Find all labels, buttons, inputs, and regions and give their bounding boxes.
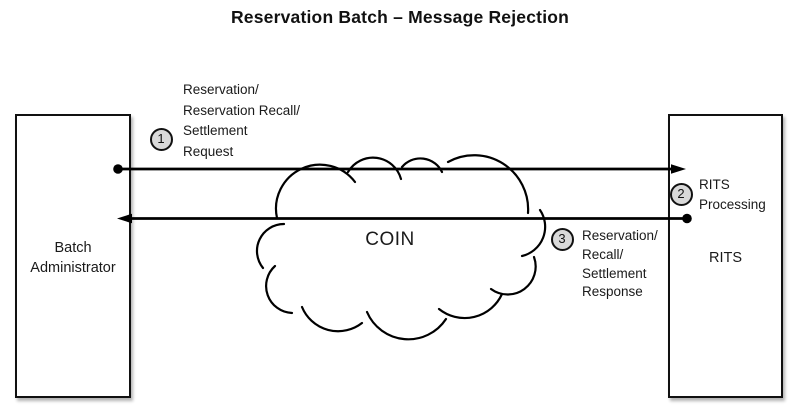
arrow-request-head — [671, 164, 686, 174]
arrow-response-head — [117, 213, 132, 224]
step-badge-3: 3 — [550, 227, 574, 251]
message-label-request-line: Reservation/ — [183, 82, 259, 97]
message-label-request-line: Reservation Recall/ — [183, 102, 301, 118]
message-label-response-line: Reservation/ — [582, 228, 658, 243]
message-label-response-line: Response — [582, 284, 643, 300]
message-label-request-line: Settlement — [183, 123, 248, 138]
message-label-response: Reservation/ Recall/ Settlement Response — [582, 227, 658, 302]
message-label-request-line: Request — [183, 143, 234, 159]
arrow-response-origin-dot — [682, 213, 692, 224]
arrow-request-origin-dot — [113, 164, 123, 174]
message-label-processing-line: RITS — [699, 177, 730, 192]
arrow-response — [117, 213, 692, 224]
diagram-title: Reservation Batch – Message Rejection — [230, 7, 570, 27]
step-number-1: 1 — [157, 131, 165, 146]
node-rits: RITS — [668, 114, 783, 398]
message-label-processing-line: Processing — [699, 197, 766, 212]
step-badge-2: 2 — [669, 182, 693, 206]
arrow-request — [113, 164, 686, 174]
message-label-response-line: Recall/ — [582, 246, 624, 262]
cloud-label: COIN — [365, 229, 415, 250]
message-label-response-line: Settlement — [582, 265, 647, 281]
message-label-processing: RITS Processing — [699, 175, 766, 215]
node-batch-administrator-label: Batch Administrator — [30, 240, 116, 276]
step-number-2: 2 — [677, 186, 685, 201]
step-number-3: 3 — [558, 231, 566, 246]
message-label-request: Reservation/ Reservation Recall/ Settlem… — [183, 80, 300, 162]
node-rits-label: RITS — [708, 250, 743, 266]
step-badge-1: 1 — [149, 127, 173, 151]
node-batch-administrator: Batch Administrator — [15, 114, 131, 398]
